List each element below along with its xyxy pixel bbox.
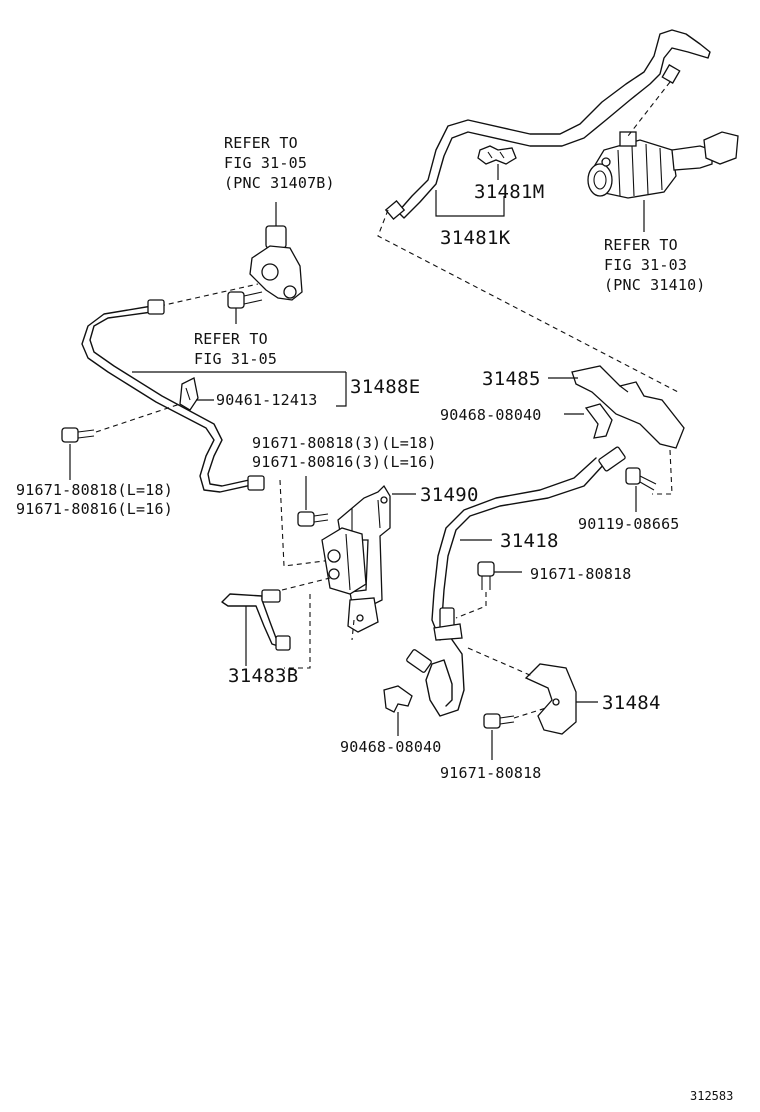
bolt-fig31-05 <box>227 291 263 309</box>
pipe-31488E <box>81 299 265 493</box>
bolt-91671-mid <box>477 561 495 590</box>
refer-label-right-1: REFER TO <box>604 236 678 254</box>
bracket-31485 <box>571 365 685 449</box>
hose-31418 <box>406 446 626 717</box>
bracket-lower-mount <box>347 597 379 633</box>
refer-label-top-left-3: (PNC 31407B) <box>224 174 335 192</box>
part-number-31483B: 31483B <box>228 665 298 687</box>
refer-label-right-2: FIG 31-03 <box>604 256 687 274</box>
union-fitting-31407B <box>249 202 303 301</box>
pipe-31481K <box>384 29 711 221</box>
part-number-31484: 31484 <box>602 692 661 714</box>
part-number-90468-08040-bottom: 90468-08040 <box>340 738 442 756</box>
clutch-master-cylinder <box>587 131 739 199</box>
dash-31485-to-hose <box>652 449 673 495</box>
part-number-91671-80818-left: 91671-80818(L=18) <box>16 481 173 499</box>
part-number-31485: 31485 <box>482 368 541 390</box>
clip-90468-top <box>584 403 613 439</box>
part-number-90119-08665: 90119-08665 <box>578 515 680 533</box>
refer-label-top-left-2: FIG 31-05 <box>224 154 307 172</box>
illustration-code: 312583 <box>690 1089 733 1103</box>
part-number-31481K: 31481K <box>440 227 511 249</box>
pipe-31483B <box>221 589 291 651</box>
clamp-31481M <box>477 145 517 165</box>
part-number-31490: 31490 <box>420 484 479 506</box>
valve-body <box>321 527 367 595</box>
dash-bolt-mid <box>455 592 487 619</box>
part-number-91671-80818-mid: 91671-80818 <box>530 565 632 583</box>
refer-label-right-3: (PNC 31410) <box>604 276 706 294</box>
dash-31483B <box>281 577 331 669</box>
part-number-31488E: 31488E <box>350 376 420 398</box>
clip-90468-bottom <box>383 685 413 713</box>
part-number-91671-80816-3: 91671-80816(3)(L=16) <box>252 453 437 471</box>
dash-top-to-31485 <box>377 209 679 393</box>
part-number-90461-12413: 90461-12413 <box>216 391 318 409</box>
bracket-31484 <box>524 663 577 735</box>
part-number-90468-08040-top: 90468-08040 <box>440 406 542 424</box>
part-number-31481M: 31481M <box>474 181 544 203</box>
bolt-91671-3 <box>297 511 329 527</box>
clip-90461-12413 <box>179 377 199 411</box>
part-number-91671-80816-left: 91671-80816(L=16) <box>16 500 173 518</box>
bolt-90119-08665 <box>625 467 657 491</box>
dash-bolt-left <box>95 403 181 433</box>
part-number-91671-80818-3: 91671-80818(3)(L=18) <box>252 434 437 452</box>
refer-label-top-left-1: REFER TO <box>224 134 298 152</box>
part-number-31418: 31418 <box>500 530 559 552</box>
dash-hose-to-31484 <box>467 647 533 677</box>
bolt-91671-bottom <box>483 713 515 729</box>
bolt-91671-left <box>61 427 95 443</box>
leader-31488E-bracket <box>132 371 347 407</box>
refer-label-mid-left-1: REFER TO <box>194 330 268 348</box>
dash-pipe-to-mastercyl <box>627 81 671 137</box>
refer-label-mid-left-2: FIG 31-05 <box>194 350 277 368</box>
part-number-91671-80818-bottom: 91671-80818 <box>440 764 542 782</box>
leader-31481K <box>435 190 505 217</box>
dash-pipe-to-valve <box>279 479 333 567</box>
dash-valve-to-bracket <box>351 619 355 641</box>
dash-pipe-to-union <box>159 283 259 307</box>
dash-bolt-bottom <box>513 707 547 719</box>
